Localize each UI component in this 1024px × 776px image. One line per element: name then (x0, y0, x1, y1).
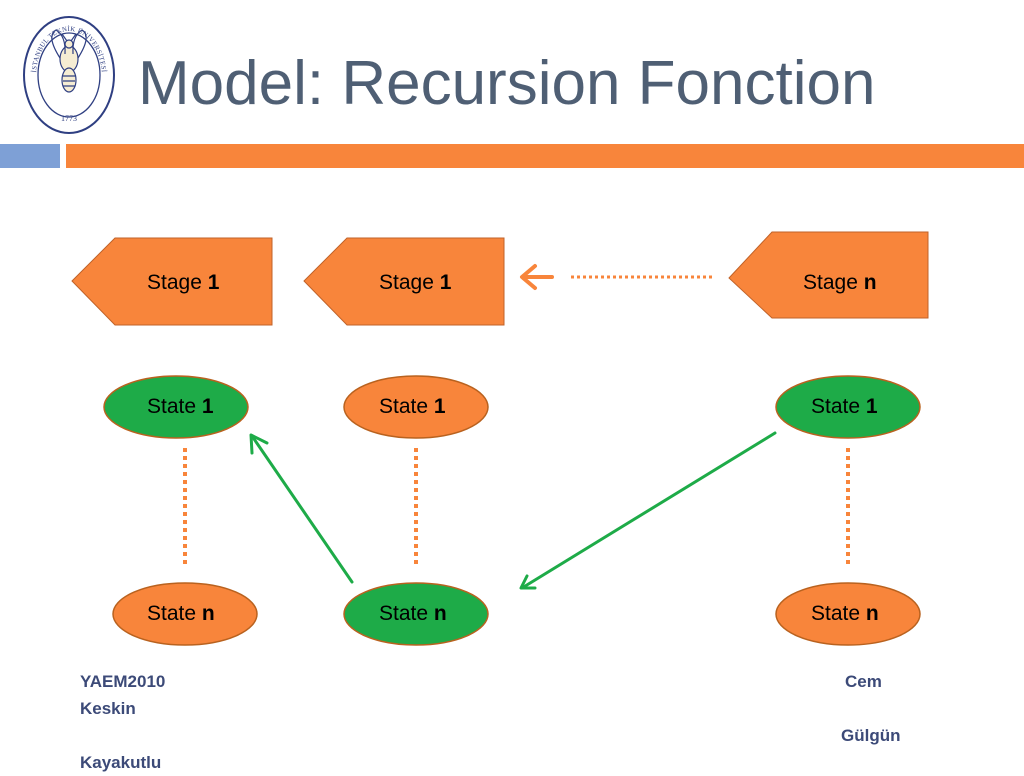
state-index: 1 (866, 395, 878, 418)
stage-box-n: Stage n (728, 231, 929, 319)
footer-right-name: Cem (845, 672, 882, 691)
footer-left-line (80, 722, 165, 749)
stage-index: 1 (208, 271, 220, 294)
state-node-2-bottom: State n (343, 582, 489, 646)
state-label: State (379, 395, 434, 418)
svg-text:Stage 1: Stage 1 (379, 271, 452, 294)
state-index: 1 (434, 395, 446, 418)
state-label: State (147, 602, 202, 625)
state-node-2-top: State 1 (343, 375, 489, 439)
state-node-3-top: State 1 (775, 375, 921, 439)
state-index: n (866, 602, 879, 625)
state-index: 1 (202, 395, 214, 418)
header-bar-orange (66, 144, 1024, 168)
svg-text:State n: State n (147, 602, 215, 625)
svg-text:State 1: State 1 (147, 395, 214, 418)
svg-text:State n: State n (811, 602, 879, 625)
state-label: State (147, 395, 202, 418)
state-index: n (434, 602, 447, 625)
state-index: n (202, 602, 215, 625)
stage-label: Stage (379, 271, 440, 294)
footer-left-line: YAEM2010 (80, 672, 166, 691)
stage-index: n (864, 271, 877, 294)
logo-inner-ring (37, 32, 101, 118)
state-label: State (379, 602, 434, 625)
state-label: State (811, 602, 866, 625)
footer-right-surname: Gülgün (841, 726, 901, 745)
stage-label: Stage (147, 271, 208, 294)
state-label: State (811, 395, 866, 418)
footer-left-line: Kayakutlu (80, 753, 162, 772)
footer-left-line: Keskin (80, 699, 136, 718)
stage-box-1: Stage 1 (71, 237, 273, 326)
state-node-1-top: State 1 (103, 375, 249, 439)
green-arrow-to-state-n (519, 431, 777, 590)
svg-text:State n: State n (379, 602, 447, 625)
stage-dotted-arrow (520, 264, 712, 290)
svg-text:State 1: State 1 (379, 395, 446, 418)
state-node-1-bottom: State n (112, 582, 258, 646)
footer-left-author: YAEM2010 Keskin Kayakutlu (80, 668, 165, 776)
bee-emblem-icon (51, 29, 87, 93)
svg-text:Stage n: Stage n (803, 271, 877, 294)
stage-label: Stage (803, 271, 864, 294)
stage-box-2: Stage 1 (303, 237, 505, 326)
stage-index: 1 (440, 271, 452, 294)
svg-text:Stage 1: Stage 1 (147, 271, 220, 294)
university-logo: İSTANBUL TEKNİK ÜNİVERSİTESİ 1773 (23, 16, 115, 134)
header-bar-blue (0, 144, 60, 168)
slide-title: Model: Recursion Fonction (138, 49, 876, 118)
logo-year: 1773 (61, 114, 77, 123)
green-arrow-to-state-1 (249, 433, 354, 584)
svg-text:State 1: State 1 (811, 395, 878, 418)
state-node-3-bottom: State n (775, 582, 921, 646)
